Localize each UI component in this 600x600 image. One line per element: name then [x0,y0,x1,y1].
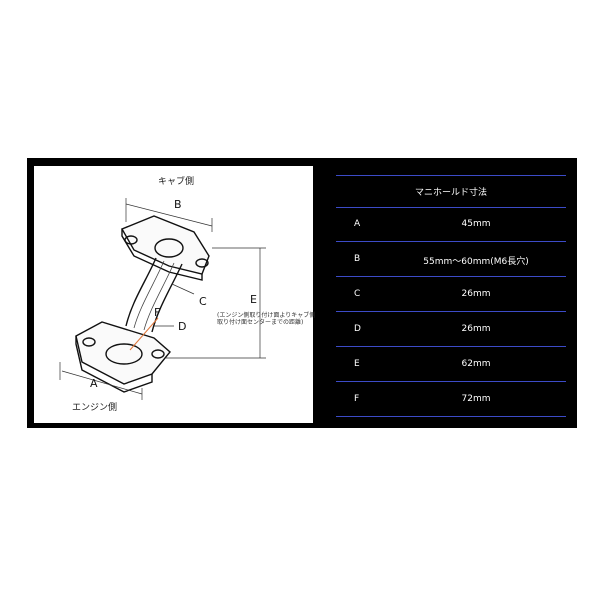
manifold-diagram: キャブ側 エンジン側 B C E F D A (エンジン側取り付け面よりキャブ側… [34,166,315,423]
row-value: 26mm [461,289,491,299]
row-key: D [354,324,361,334]
carb-side-label: キャブ側 [158,177,195,187]
row-key: B [354,254,361,264]
dimension-F-line [129,317,159,351]
row-value: 62mm [461,359,491,369]
table-row: B 55mm〜60mm(M6長穴) [336,243,566,277]
row-value: 55mm〜60mm(M6長穴) [423,257,529,267]
row-value: 26mm [461,324,491,334]
row-key: C [354,289,361,299]
row-key: E [354,359,360,369]
table-row: A 45mm [336,208,566,242]
title-row [336,174,566,208]
table-row: C 26mm [336,278,566,312]
row-separator [336,416,566,417]
table-top-rule [336,175,566,176]
engine-side-label: エンジン側 [72,403,118,413]
row-value: 45mm [461,219,491,229]
dimension-E-letter: E [250,293,257,306]
row-separator [336,276,566,277]
dimension-C-letter: C [199,295,207,308]
dimension-lines [59,198,266,400]
table-row: D 26mm [336,313,566,347]
dimension-D-letter: D [178,320,187,333]
row-separator [336,311,566,312]
row-key: F [354,394,360,404]
dimension-B-letter: B [174,198,182,211]
row-separator [336,241,566,242]
manifold-tube [125,257,183,333]
table-row: E 62mm [336,348,566,382]
engine-flange [75,321,171,393]
dimension-F-letter: F [154,306,161,319]
distance-note: (エンジン側取り付け面よりキャブ側取り付け面センターまでの距離) [217,312,316,326]
table-row: F 72mm [336,383,566,417]
row-separator [336,346,566,347]
carb-flange [120,215,210,281]
row-separator [336,207,566,208]
row-value: 72mm [461,394,491,404]
dimension-A-letter: A [90,377,98,390]
row-separator [336,381,566,382]
row-key: A [354,219,361,229]
table-title: マニホールド寸法 [414,188,487,198]
manifold-drawing [59,198,266,400]
